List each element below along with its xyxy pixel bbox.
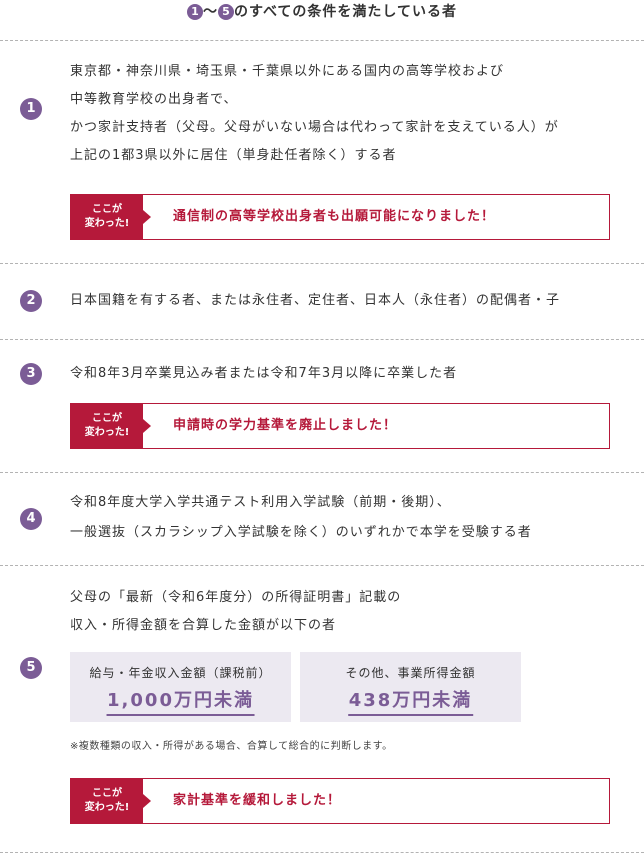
change-tag-line-2: 変わった! (84, 427, 130, 438)
condition-5-line-2: 収入・所得金額を合算した金額が以下の者 (70, 618, 337, 633)
divider (0, 40, 644, 41)
condition-3-badge: 3 (20, 363, 42, 385)
income-box-value: 1,000万円未満 (106, 686, 255, 716)
condition-4-badge: 4 (20, 508, 42, 530)
condition-3-line-1: 令和8年3月卒業見込み者または令和7年3月以降に卒業した者 (70, 366, 458, 381)
callout-arrow-icon (143, 794, 151, 808)
header-number-end: 5 (217, 4, 234, 20)
condition-2-badge: 2 (20, 290, 42, 312)
condition-1-line-4: 上記の1都3県以外に居住（単身赴任者除く）する者 (70, 148, 397, 163)
condition-3-change-callout: ここが 変わった! 申請時の学力基準を廃止しました！ (70, 403, 610, 449)
callout-arrow-icon (143, 419, 151, 433)
header-tilde: 〜 (202, 4, 218, 20)
condition-1-line-3: かつ家計支持者（父母。父母がいない場合は代わって家計を支えている人）が (70, 120, 559, 135)
change-tag: ここが 変わった! (71, 195, 143, 239)
condition-1-line-1: 東京都・神奈川県・埼玉県・千葉県以外にある国内の高等学校および (70, 64, 505, 79)
condition-1-change-callout: ここが 変わった! 通信制の高等学校出身者も出願可能になりました！ (70, 194, 610, 240)
change-description: 通信制の高等学校出身者も出願可能になりました！ (173, 209, 496, 224)
change-tag: ここが 変わった! (71, 779, 143, 823)
condition-1-badge: 1 (20, 98, 42, 120)
income-box-business: その他、事業所得金額 438万円未満 (300, 652, 521, 722)
change-description: 家計基準を緩和しました！ (173, 793, 342, 808)
condition-5-line-1: 父母の「最新（令和6年度分）の所得証明書」記載の (70, 590, 402, 605)
callout-arrow-icon (143, 210, 151, 224)
divider (0, 472, 644, 473)
income-box-label: その他、事業所得金額 (345, 666, 476, 680)
change-tag-line-2: 変わった! (84, 218, 130, 229)
change-tag-line-2: 変わった! (84, 802, 130, 813)
condition-5-badge: 5 (20, 657, 42, 679)
condition-4-line-1: 令和8年度大学入学共通テスト利用入学試験（前期・後期）、 (70, 495, 451, 510)
header-title: のすべての条件を満たしている者 (233, 4, 458, 20)
condition-2-line-1: 日本国籍を有する者、または永住者、定住者、日本人（永住者）の配偶者・子 (70, 293, 561, 308)
condition-4-line-2: 一般選抜（スカラシップ入学試験を除く）のいずれかで本学を受験する者 (70, 525, 532, 540)
income-note: ※複数種類の収入・所得がある場合、合算して総合的に判断します。 (70, 741, 393, 752)
change-tag-line-1: ここが (92, 788, 122, 799)
income-box-label: 給与・年金収入金額（課税前） (89, 666, 272, 680)
header-number-start: 1 (186, 4, 203, 20)
change-tag: ここが 変わった! (71, 404, 143, 448)
condition-1-line-2: 中等教育学校の出身者で、 (70, 92, 238, 107)
divider (0, 339, 644, 340)
change-description: 申請時の学力基準を廃止しました！ (173, 418, 398, 433)
condition-5-change-callout: ここが 変わった! 家計基準を緩和しました！ (70, 778, 610, 824)
income-box-value: 438万円未満 (347, 686, 474, 716)
change-tag-line-1: ここが (92, 413, 122, 424)
divider (0, 565, 644, 566)
divider (0, 263, 644, 264)
divider (0, 852, 644, 853)
change-tag-line-1: ここが (92, 204, 122, 215)
income-box-salary: 給与・年金収入金額（課税前） 1,000万円未満 (70, 652, 291, 722)
